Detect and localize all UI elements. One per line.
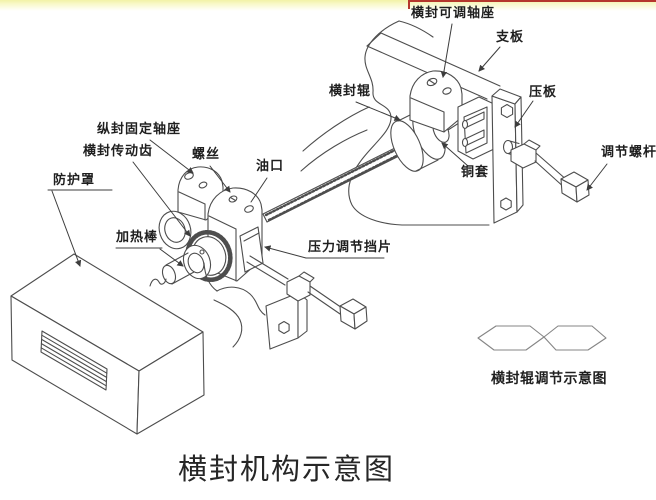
leader-zhiban [478, 46, 501, 72]
leader-hengfeng-gun [355, 101, 401, 121]
part-label-luosi: 螺丝 [192, 147, 221, 162]
part-label-yaban: 压板 [529, 85, 558, 100]
bracket-bolt [278, 320, 290, 335]
leader-tongtao [441, 142, 469, 167]
bolt-lower [500, 197, 512, 211]
inset-caption: 横封辊调节示意图 [491, 371, 607, 387]
part-label-hengfeng-gun: 横封辊 [329, 84, 372, 99]
red-scan-mark-vertical [408, 0, 410, 9]
page-title: 横封机构示意图 [178, 452, 396, 486]
leader-zongfeng-guding-zhouzuo [149, 139, 194, 174]
protective-cover-box [10, 253, 205, 435]
adjustable-bearing-seat [409, 70, 463, 133]
leader-fanghuzhao [51, 190, 82, 267]
leader-dangpian [264, 245, 307, 259]
part-label-hengfeng-ketiao-zhouzuo: 横封可调轴座 [411, 6, 496, 21]
transmission-gear [182, 229, 233, 283]
part-label-yali-tiaojie-dangpian: 压力调节挡片 [308, 240, 393, 255]
yellow-top-band [0, 0, 656, 11]
part-label-youkou: 油口 [256, 159, 285, 174]
bolt-upper [500, 103, 514, 119]
leader-hengfeng-chuandong-chi [132, 161, 191, 237]
leader-youkou [250, 177, 268, 203]
oil-port-hole [244, 205, 254, 213]
part-label-jiarebang: 加热棒 [116, 230, 159, 245]
support-bracket [203, 262, 308, 350]
leader-hengfeng-ketiao-zhouzuo [440, 23, 453, 78]
adjusting-screw [510, 139, 590, 203]
bearing-ring [158, 210, 192, 250]
lower-adjusting-screw [246, 255, 368, 330]
heating-rod-wire [149, 278, 167, 287]
leader-yaban [514, 100, 534, 128]
leader-lines [47, 23, 608, 267]
part-label-hengfeng-chuandong-chi: 横封传动齿 [83, 144, 154, 159]
vent-slats [40, 330, 108, 391]
roller-adjust-inset [477, 325, 607, 351]
leader-tiaojie-luogan [586, 163, 608, 191]
roller-support-arm [300, 106, 370, 172]
heating-rod [149, 252, 195, 287]
casting-plate-outline [348, 20, 490, 226]
red-scan-mark-horizontal [408, 0, 656, 2]
part-label-zhiban: 支板 [496, 30, 525, 45]
part-label-tiaojie-luogan: 调节螺杆 [601, 145, 656, 160]
part-label-zongfeng-guding-zhouzuo: 纵封固定轴座 [97, 122, 182, 137]
part-label-fanghuzhao: 防护罩 [53, 173, 96, 188]
copper-sleeve-bracket [457, 96, 495, 160]
part-label-tongtao: 铜套 [461, 165, 490, 180]
leader-jiarebang [159, 248, 184, 267]
leader-luosi [209, 165, 231, 193]
